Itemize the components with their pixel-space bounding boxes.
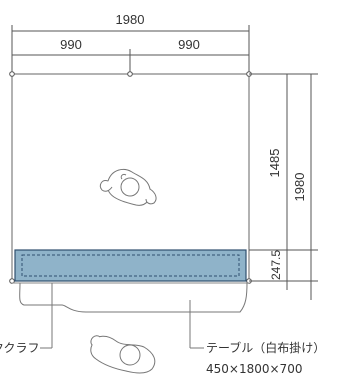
label-table-name: テーブル（白布掛け） <box>206 340 325 355</box>
chair-outline <box>19 282 248 349</box>
top-dimension-group <box>11 25 250 73</box>
dim-total-height: 1980 <box>292 173 307 202</box>
label-left-partial: ククラフ <box>0 341 40 355</box>
dim-table-depth: 247.5 <box>269 250 283 280</box>
dim-total-width: 1980 <box>116 12 145 27</box>
right-dimension-group <box>249 73 318 300</box>
dim-right-half: 990 <box>178 37 200 52</box>
dim-inner-height: 1485 <box>267 149 282 178</box>
dim-left-half: 990 <box>60 37 82 52</box>
label-table-size: 450×1800×700 <box>206 362 302 376</box>
table-inner-dashed <box>21 254 240 277</box>
node-markers <box>9 71 252 284</box>
person-top-view-icon <box>90 335 156 374</box>
person-top-view-icon <box>99 168 157 206</box>
